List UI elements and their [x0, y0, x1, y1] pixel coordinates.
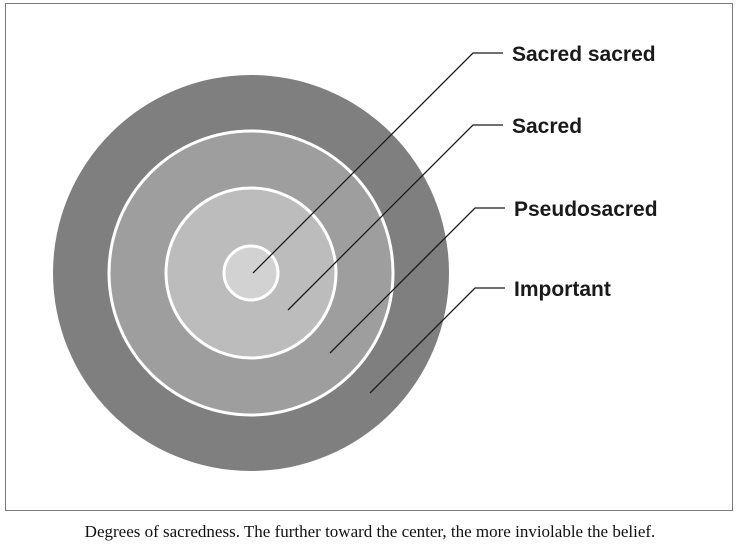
leader-line-sacred-sacred — [252, 52, 503, 274]
leader-line-important — [369, 287, 505, 394]
label-sacred-sacred: Sacred sacred — [512, 43, 656, 66]
label-sacred: Sacred — [512, 115, 582, 138]
leader-line-sacred — [287, 124, 503, 311]
leader-line-pseudosacred — [329, 207, 505, 354]
figure-caption: Degrees of sacredness. The further towar… — [84, 522, 656, 541]
label-important: Important — [514, 278, 611, 301]
label-pseudosacred: Pseudosacred — [514, 198, 658, 221]
concentric-rings-diagram: Sacred sacred Sacred Pseudosacred Import… — [53, 43, 658, 471]
ring-sacred-sacred — [222, 244, 280, 302]
